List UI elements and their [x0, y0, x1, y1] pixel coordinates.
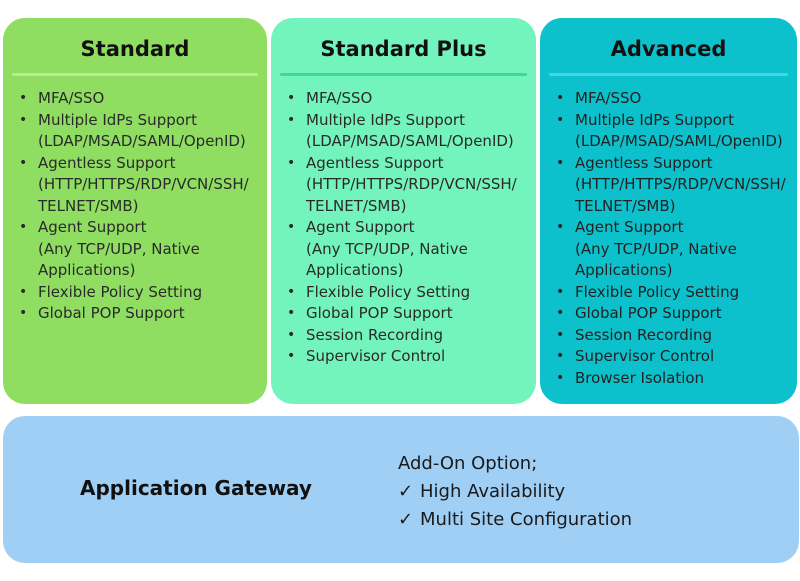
feature-label: Session Recording — [575, 325, 713, 344]
addon-label: High Availability — [420, 481, 566, 502]
addon-label: Multi Site Configuration — [420, 509, 633, 530]
feature-label: Agent Support (Any TCP/UDP, Native Appli… — [575, 218, 737, 279]
bullet-icon: • — [19, 90, 28, 106]
feature-item: • MFA/SSO — [3, 88, 267, 110]
bullet-icon: • — [556, 283, 565, 300]
feature-label: Agent Support (Any TCP/UDP, Native Appli… — [38, 218, 200, 279]
feature-label: Agentless Support (HTTP/HTTPS/RDP/VCN/SS… — [575, 153, 786, 215]
feature-label: Session Recording — [306, 325, 444, 344]
bullet-icon: • — [556, 348, 565, 364]
feature-item: • Agentless Support (HTTP/HTTPS/RDP/VCN/S… — [271, 153, 536, 218]
feature-label: Flexible Policy Setting — [306, 282, 471, 301]
feature-label: Multiple IdPs Support (LDAP/MSAD/SAML/Op… — [575, 110, 783, 151]
feature-item: • Agent Support (Any TCP/UDP, Native Appl… — [3, 217, 267, 282]
feature-label: Flexible Policy Setting — [38, 282, 203, 301]
check-icon: ✓ — [398, 509, 414, 530]
bullet-icon: • — [556, 111, 565, 128]
feature-label: Supervisor Control — [575, 347, 715, 365]
bullet-icon: • — [287, 348, 296, 364]
bullet-icon: • — [556, 90, 565, 106]
feature-label: Global POP Support — [575, 304, 722, 322]
check-icon: ✓ — [398, 481, 414, 502]
feature-label: Supervisor Control — [306, 347, 446, 365]
bullet-icon: • — [19, 305, 28, 321]
feature-item: • Multiple IdPs Support (LDAP/MSAD/SAML/O… — [540, 110, 797, 153]
feature-label: Agentless Support (HTTP/HTTPS/RDP/VCN/SS… — [306, 153, 517, 215]
bullet-icon: • — [287, 111, 296, 128]
feature-label: Agentless Support (HTTP/HTTPS/RDP/VCN/SS… — [38, 153, 249, 215]
feature-label: Global POP Support — [38, 304, 185, 322]
feature-item: • Multiple IdPs Support (LDAP/MSAD/SAML/O… — [3, 110, 267, 153]
bullet-icon: • — [556, 326, 565, 343]
title-divider — [280, 73, 527, 76]
addon-item: ✓ Multi Site Configuration — [398, 506, 632, 534]
feature-label: Multiple IdPs Support (LDAP/MSAD/SAML/Op… — [306, 110, 514, 151]
bullet-icon: • — [19, 283, 28, 300]
feature-item: • Flexible Policy Setting — [540, 282, 797, 304]
addon-heading: Add-On Option; — [398, 453, 538, 474]
feature-item: • Supervisor Control — [540, 346, 797, 368]
feature-label: MFA/SSO — [575, 89, 642, 107]
feature-list: • MFA/SSO • Multiple IdPs Support (LDAP/MSA… — [3, 88, 267, 325]
feature-label: Flexible Policy Setting — [575, 282, 740, 301]
feature-label: MFA/SSO — [38, 89, 105, 107]
bullet-icon: • — [287, 219, 296, 235]
bullet-icon: • — [287, 283, 296, 300]
feature-item: • Agentless Support (HTTP/HTTPS/RDP/VCN/S… — [3, 153, 267, 218]
feature-label: Agent Support (Any TCP/UDP, Native Appli… — [306, 218, 468, 279]
feature-item: • MFA/SSO — [540, 88, 797, 110]
bullet-icon: • — [556, 219, 565, 235]
addon-options: Add-On Option; ✓ High Availability ✓ Multi… — [398, 450, 632, 534]
title-divider — [549, 73, 788, 76]
bullet-icon: • — [287, 326, 296, 343]
tier-card-advanced: Advanced • MFA/SSO • Multiple IdPs Support … — [540, 18, 797, 404]
feature-item: • MFA/SSO — [271, 88, 536, 110]
bullet-icon: • — [556, 305, 565, 321]
feature-item: • Agentless Support (HTTP/HTTPS/RDP/VCN/S… — [540, 153, 797, 218]
feature-label: Global POP Support — [306, 304, 453, 322]
bullet-icon: • — [287, 305, 296, 321]
tier-title: Standard — [80, 37, 190, 61]
bullet-icon: • — [19, 219, 28, 235]
feature-item: • Global POP Support — [3, 303, 267, 325]
bullet-icon: • — [287, 154, 296, 171]
feature-item: • Agent Support (Any TCP/UDP, Native Appl… — [540, 217, 797, 282]
tier-title: Standard Plus — [320, 37, 487, 61]
bullet-icon: • — [556, 154, 565, 171]
tier-title: Advanced — [610, 37, 727, 61]
application-gateway-panel: Application Gateway Add-On Option; ✓ High… — [3, 416, 799, 563]
feature-item: • Flexible Policy Setting — [271, 282, 536, 304]
gateway-title: Application Gateway — [80, 476, 312, 500]
addon-item: ✓ High Availability — [398, 478, 632, 506]
feature-item: • Multiple IdPs Support (LDAP/MSAD/SAML/O… — [271, 110, 536, 153]
bullet-icon: • — [19, 154, 28, 171]
feature-label: Browser Isolation — [575, 368, 705, 387]
bullet-icon: • — [287, 90, 296, 106]
feature-item: • Session Recording — [271, 325, 536, 347]
feature-item: • Agent Support (Any TCP/UDP, Native Appl… — [271, 217, 536, 282]
feature-item: • Global POP Support — [271, 303, 536, 325]
bullet-icon: • — [19, 111, 28, 128]
feature-item: • Global POP Support — [540, 303, 797, 325]
feature-item: • Browser Isolation — [540, 368, 797, 390]
bullet-icon: • — [556, 369, 565, 386]
feature-label: MFA/SSO — [306, 89, 373, 107]
tier-card-standard-plus: Standard Plus • MFA/SSO • Multiple IdPs Sup… — [271, 18, 536, 404]
feature-item: • Flexible Policy Setting — [3, 282, 267, 304]
feature-list: • MFA/SSO • Multiple IdPs Support (LDAP/MSA… — [540, 88, 797, 389]
tier-card-standard: Standard • MFA/SSO • Multiple IdPs Support … — [3, 18, 267, 404]
feature-item: • Session Recording — [540, 325, 797, 347]
feature-list: • MFA/SSO • Multiple IdPs Support (LDAP/MSA… — [271, 88, 536, 368]
feature-label: Multiple IdPs Support (LDAP/MSAD/SAML/Op… — [38, 110, 246, 151]
title-divider — [12, 73, 258, 76]
feature-item: • Supervisor Control — [271, 346, 536, 368]
